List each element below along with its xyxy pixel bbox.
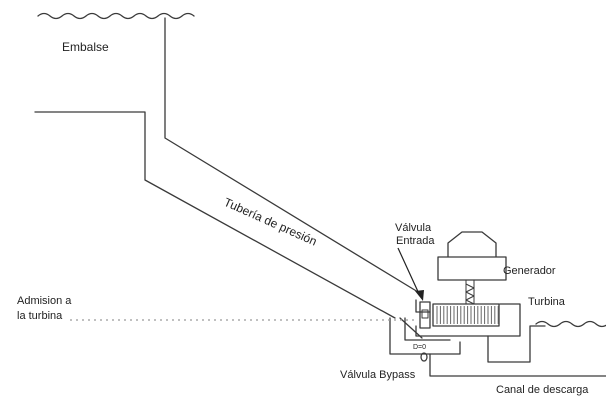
turbine-housing <box>415 299 521 337</box>
bypass-diagonal <box>399 317 423 339</box>
reservoir-water-surface <box>37 12 195 20</box>
generator-label: Generador <box>503 265 556 277</box>
tailrace-bottom <box>429 353 606 377</box>
draft-tube <box>487 325 546 363</box>
generator-shaft <box>465 279 475 305</box>
reservoir-label: Embalse <box>62 40 109 54</box>
bypass-valve-symbol <box>420 352 428 362</box>
tailrace-water-surface <box>535 320 606 328</box>
bypass-valve-label: Válvula Bypass <box>340 369 416 381</box>
inlet-valve-disc <box>421 309 429 319</box>
penstock-label: Tubería de presión <box>222 195 319 249</box>
turbine-blades <box>436 306 499 324</box>
bypass-mark-label: D=0 <box>413 344 426 351</box>
intake-label-line1: Admision a <box>17 295 72 307</box>
tailrace-label: Canal de descarga <box>496 384 589 396</box>
turbine-label: Turbina <box>528 296 566 308</box>
generator-housing <box>437 231 507 281</box>
dam-wall <box>164 17 419 293</box>
bypass-channel <box>389 317 461 355</box>
bypass-channel-inner <box>404 317 451 341</box>
inlet-valve-label-line2: Entrada <box>396 235 435 247</box>
inlet-valve-body <box>419 301 431 329</box>
turbine-runner <box>432 303 500 327</box>
inlet-valve-pointer <box>397 247 424 301</box>
penstock-lower-edge <box>34 111 396 319</box>
intake-label-line2: la turbina <box>17 310 63 322</box>
inlet-valve-label-line1: Válvula <box>395 222 432 234</box>
